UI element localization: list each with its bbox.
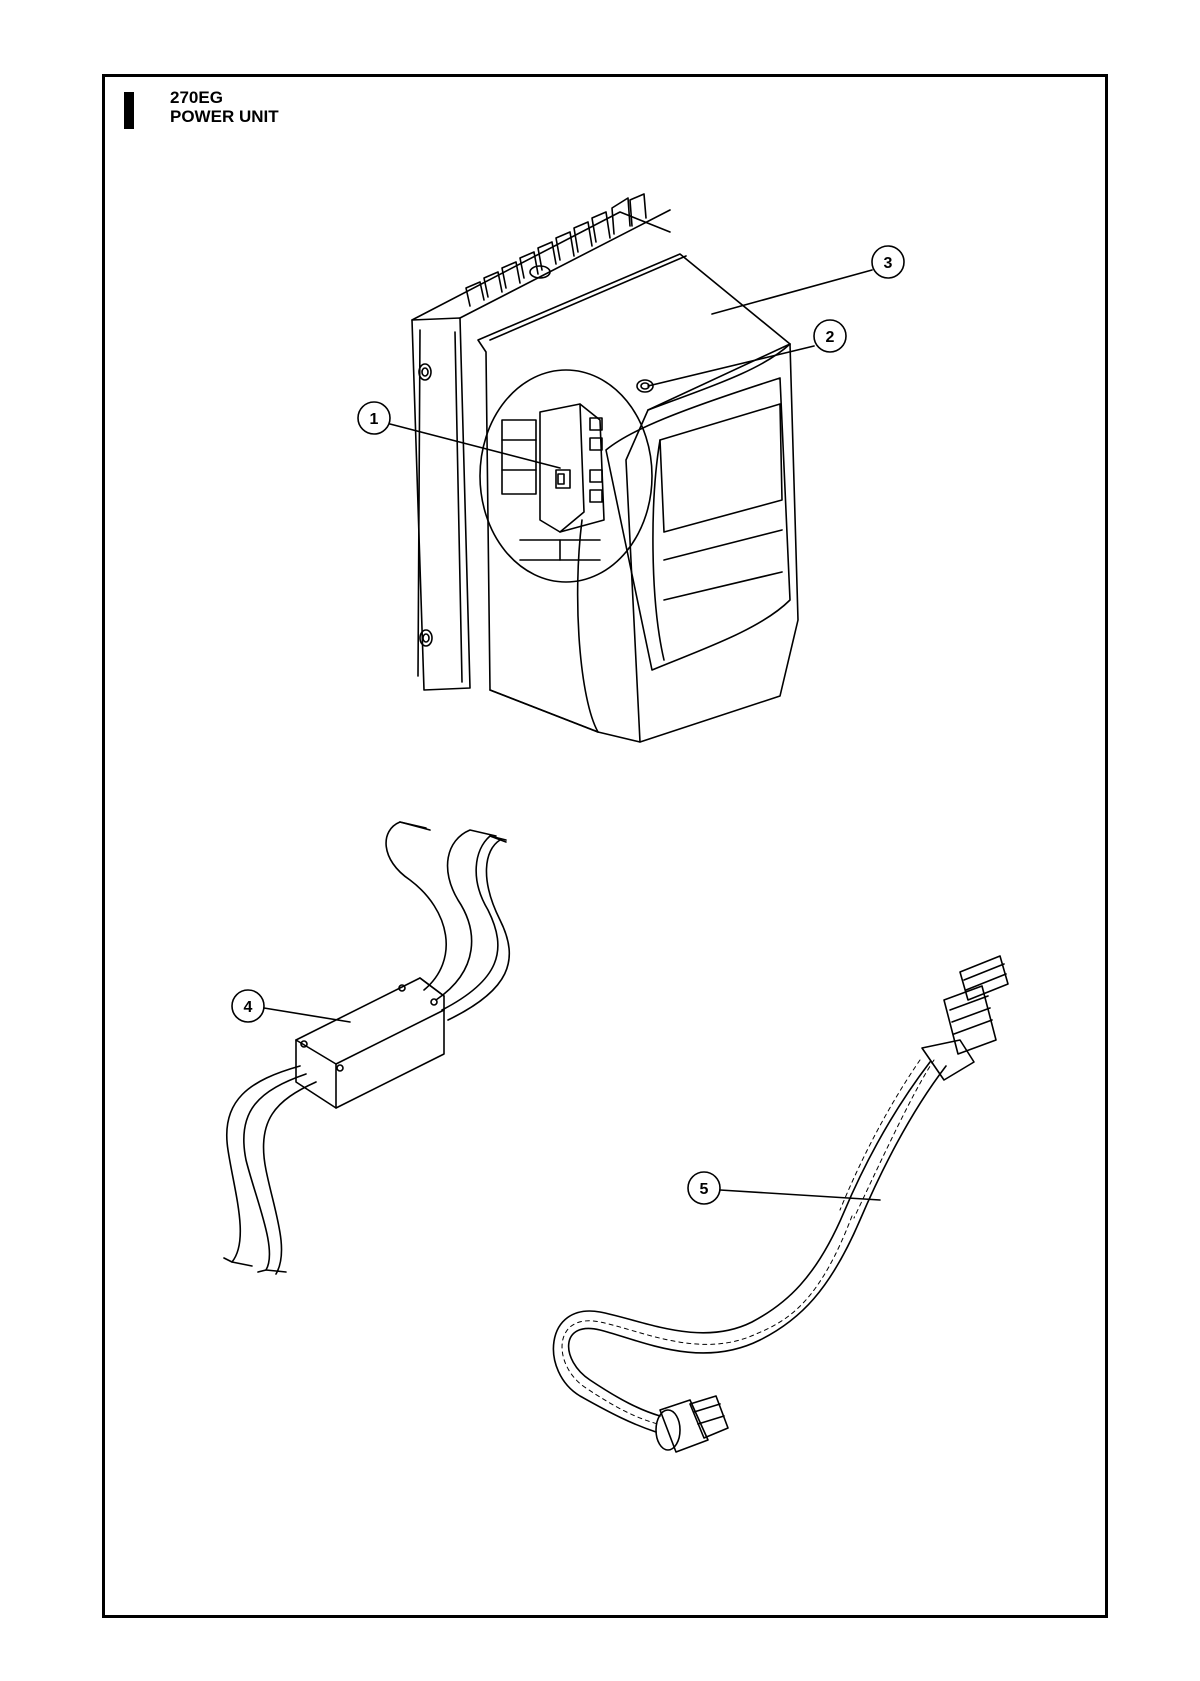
callout-3-label: 3 [884, 255, 893, 272]
callout-4-label: 4 [244, 999, 253, 1016]
callout-5: 5 [687, 1171, 881, 1205]
page-header: 270EG POWER UNIT [170, 88, 279, 126]
heatsink-bracket [411, 193, 671, 691]
section-marker [124, 92, 134, 129]
housing-cover [477, 253, 799, 743]
callout-1-label: 1 [370, 411, 379, 428]
page-frame [102, 74, 1108, 1618]
page-title: POWER UNIT [170, 107, 279, 126]
indicator-lens [636, 379, 654, 393]
filter-box-with-leads [223, 821, 511, 1275]
callout-2-label: 2 [826, 329, 835, 346]
callout-2: 2 [647, 319, 847, 387]
callout-5-label: 5 [700, 1181, 709, 1198]
power-unit-housing [411, 193, 799, 743]
callout-1: 1 [357, 401, 561, 469]
callout-3: 3 [711, 245, 905, 315]
model-label: 270EG [170, 88, 223, 107]
callout-4: 4 [231, 989, 351, 1023]
contactor-inset [479, 369, 653, 583]
braided-cable-assembly [552, 955, 1009, 1453]
